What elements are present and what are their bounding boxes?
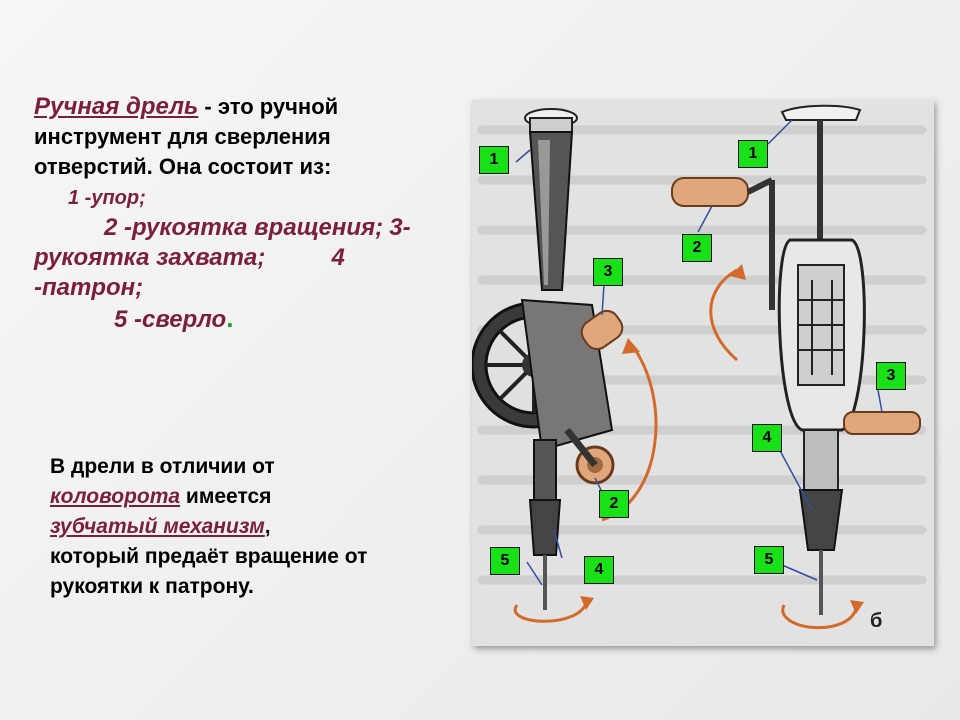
figure-letter: б: [870, 610, 883, 632]
link-kolovorot[interactable]: коловорота: [50, 485, 181, 508]
comparison-line2: имеется: [180, 485, 272, 508]
drill-illustration: [472, 104, 927, 629]
part-1: 1 -упор;: [68, 187, 146, 209]
final-dot: .: [226, 303, 234, 333]
right-label-5: 5: [754, 546, 784, 574]
left-label-2: 2: [599, 490, 629, 518]
intro-text: это ручной инструмент для сверления отве…: [34, 94, 339, 179]
comparison-line1: В дрели в отличии от: [50, 455, 275, 478]
link-gear-mechanism[interactable]: зубчатый механизм: [50, 515, 265, 538]
part-2: 2 -рукоятка вращения;: [104, 214, 384, 241]
intro-dash: -: [198, 94, 218, 119]
left-label-4: 4: [584, 556, 614, 584]
right-label-4: 4: [752, 424, 782, 452]
part-3: 3-рукоятка захвата;: [34, 214, 411, 271]
right-drill: [671, 104, 921, 629]
right-label-3: 3: [876, 362, 906, 390]
intro-paragraph: Ручная дрель - это ручной инструмент для…: [34, 92, 444, 335]
term-hand-drill: Ручная дрель: [34, 93, 199, 120]
drill-figure: 1 3 2 5 4 1 2 3 4 5 б: [472, 100, 934, 646]
part-4: 4 -патрон;: [34, 244, 345, 301]
comparison-comma: ,: [264, 515, 271, 538]
comparison-line3: который предаёт вращение от рукоятки к п…: [50, 545, 368, 598]
left-label-5: 5: [490, 547, 520, 575]
left-label-1: 1: [479, 146, 509, 174]
comparison-paragraph: В дрели в отличии от коловорота имеется …: [50, 452, 430, 602]
part-5: 5 -сверло: [114, 306, 227, 333]
right-label-1: 1: [738, 140, 768, 168]
left-label-3: 3: [593, 258, 623, 286]
left-drill: [472, 108, 658, 623]
right-label-2: 2: [682, 234, 712, 262]
